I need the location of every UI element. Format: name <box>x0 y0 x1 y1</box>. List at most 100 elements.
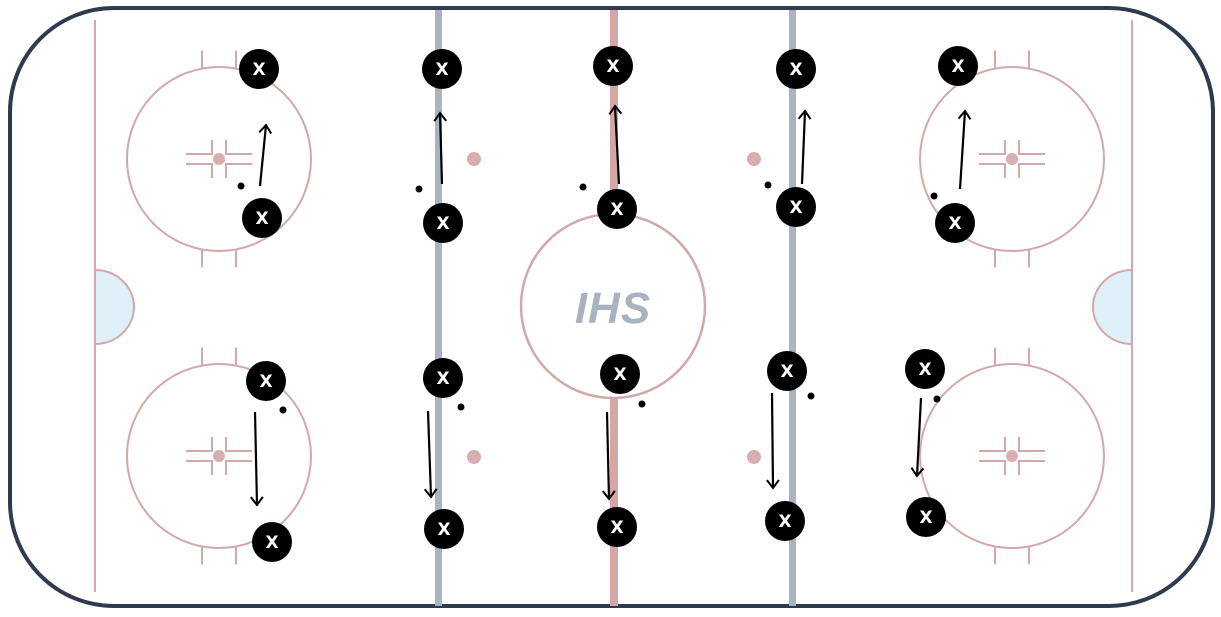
neutral-dot-bottom-right <box>747 450 761 464</box>
player-marker: X <box>423 203 463 243</box>
movement-arrow <box>797 109 812 185</box>
puck <box>457 403 465 411</box>
player-marker: X <box>242 198 282 238</box>
player-label: X <box>780 362 793 382</box>
player-marker: X <box>765 501 805 541</box>
movement-arrow <box>433 111 448 185</box>
player-disc <box>776 49 816 89</box>
blue-line-left <box>435 10 442 606</box>
player-disc <box>776 187 816 227</box>
pucks <box>237 181 941 414</box>
player-label: X <box>259 372 272 392</box>
puck <box>237 182 245 190</box>
movement-arrow <box>766 392 780 490</box>
movement-arrow <box>910 397 925 478</box>
faceoff-circle-top-right <box>919 50 1105 268</box>
puck <box>933 395 941 403</box>
player-marker: X <box>252 522 292 562</box>
player-label: X <box>252 60 265 80</box>
player-label: X <box>435 60 448 80</box>
player-label: X <box>778 512 791 532</box>
player-disc <box>246 361 286 401</box>
player-disc <box>423 358 463 398</box>
neutral-dot-top-left <box>467 152 481 166</box>
puck <box>930 192 938 200</box>
player-disc <box>767 351 807 391</box>
player-disc <box>905 349 945 389</box>
player-marker: X <box>422 49 462 89</box>
player-disc <box>423 203 463 243</box>
player-label: X <box>919 508 932 528</box>
player-marker: X <box>593 46 633 86</box>
player-marker: X <box>246 361 286 401</box>
faceoff-circle-top-left <box>126 50 312 268</box>
faceoff-dot <box>1006 153 1018 165</box>
puck <box>764 181 772 189</box>
player-marker: X <box>935 203 975 243</box>
player-disc <box>422 49 462 89</box>
player-disc <box>252 522 292 562</box>
player-marker: X <box>767 351 807 391</box>
player-marker: X <box>600 354 640 394</box>
movement-arrow <box>250 411 264 507</box>
goal-crease-right <box>1092 268 1133 346</box>
end-zone-faceoff-circles <box>126 50 1105 565</box>
blue-line-right <box>789 10 796 606</box>
player-label: X <box>613 365 626 385</box>
player-marker: X <box>239 49 279 89</box>
player-label: X <box>918 360 931 380</box>
player-disc <box>593 46 633 86</box>
player-marker: X <box>597 189 637 229</box>
player-label: X <box>610 200 623 220</box>
player-marker: X <box>938 46 978 86</box>
faceoff-dot <box>1006 450 1018 462</box>
player-disc <box>938 46 978 86</box>
player-disc <box>765 501 805 541</box>
movement-arrow <box>957 109 972 190</box>
player-disc <box>597 507 637 547</box>
player-label: X <box>255 209 268 229</box>
faceoff-dot <box>213 153 225 165</box>
player-disc <box>906 497 946 537</box>
faceoff-dot <box>213 450 225 462</box>
player-marker: X <box>905 349 945 389</box>
player-disc <box>242 198 282 238</box>
faceoff-circle-bottom-left <box>126 347 312 565</box>
player-disc <box>935 203 975 243</box>
movement-arrow <box>258 123 273 187</box>
puck <box>807 392 815 400</box>
player-disc <box>597 189 637 229</box>
player-disc <box>424 509 464 549</box>
players: X X X X X X X X X X X X X X X X X X X X <box>239 46 978 562</box>
player-label: X <box>265 533 278 553</box>
puck <box>638 400 646 408</box>
movement-arrow <box>423 410 438 499</box>
player-label: X <box>610 518 623 538</box>
player-marker: X <box>597 507 637 547</box>
player-marker: X <box>906 497 946 537</box>
player-label: X <box>436 214 449 234</box>
player-label: X <box>436 369 449 389</box>
faceoff-circle-bottom-right <box>919 347 1105 565</box>
movement-arrow <box>608 104 623 185</box>
neutral-dot-bottom-left <box>467 450 481 464</box>
player-marker: X <box>423 358 463 398</box>
player-disc <box>600 354 640 394</box>
puck <box>279 406 287 414</box>
center-ice-logo: IHS <box>575 284 651 333</box>
player-label: X <box>948 214 961 234</box>
movement-arrow <box>602 411 616 501</box>
player-label: X <box>606 57 619 77</box>
player-label: X <box>951 57 964 77</box>
player-label: X <box>437 520 450 540</box>
player-label: X <box>789 60 802 80</box>
player-marker: X <box>424 509 464 549</box>
movement-arrows <box>250 104 972 507</box>
player-marker: X <box>776 187 816 227</box>
player-marker: X <box>776 49 816 89</box>
puck <box>579 183 587 191</box>
puck <box>415 185 423 193</box>
neutral-dot-top-right <box>747 152 761 166</box>
player-disc <box>239 49 279 89</box>
